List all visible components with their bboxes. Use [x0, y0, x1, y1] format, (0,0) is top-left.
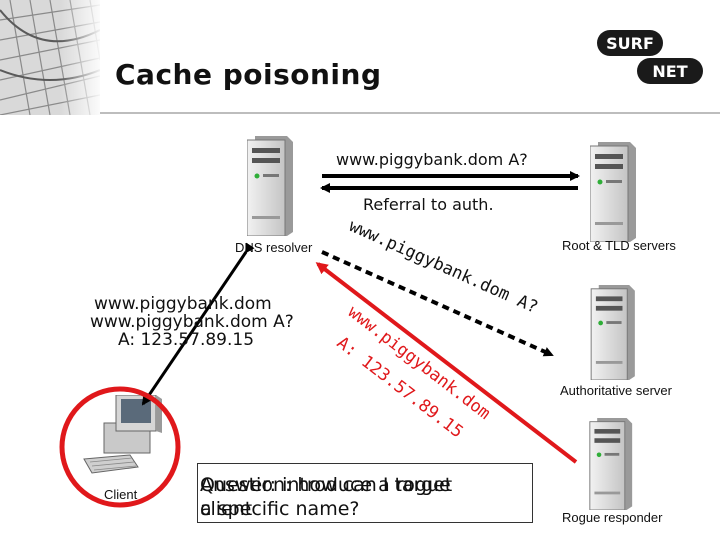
header-photo [0, 0, 100, 115]
client-computer-icon [83, 395, 162, 474]
msg-referral: Referral to auth. [363, 195, 494, 214]
msg-client-query-line1: www.piggybank.dom [94, 294, 272, 314]
msg-client-query-line3: A: 123.57.89.15 [118, 330, 255, 350]
msg-query-root: www.piggybank.dom A? [336, 150, 528, 169]
client-highlight-circle [59, 386, 181, 508]
client-label: Client [104, 487, 138, 502]
logo-text-net: NET [652, 62, 687, 81]
answer-line1: Answer: introduce a rogue [200, 474, 451, 496]
answer-line2: client [200, 498, 253, 520]
title-divider [100, 112, 720, 114]
root-tld-label: Root & TLD servers [562, 238, 676, 253]
rogue-responder-server-icon [589, 418, 633, 510]
dns-resolver-server-icon [247, 136, 293, 236]
logo-text-surf: SURF [606, 34, 654, 53]
rogue-responder-label: Rogue responder [562, 510, 663, 525]
surfnet-logo: SURF NET [597, 30, 703, 84]
question-line1: Question: how can I target [200, 474, 453, 496]
arrow-rogue-answer [315, 262, 578, 464]
question-line2: a specific name? [200, 498, 360, 520]
question-box [197, 463, 533, 523]
authoritative-server-icon [590, 285, 635, 380]
msg-client-query-line2: www.piggybank.dom A? [90, 312, 294, 332]
authoritative-label: Authoritative server [560, 383, 672, 398]
arrow-query-auth [321, 250, 554, 357]
root-tld-server-icon [590, 142, 636, 242]
slide-title: Cache poisoning [115, 58, 382, 91]
arrow-client-resolver [141, 242, 255, 406]
